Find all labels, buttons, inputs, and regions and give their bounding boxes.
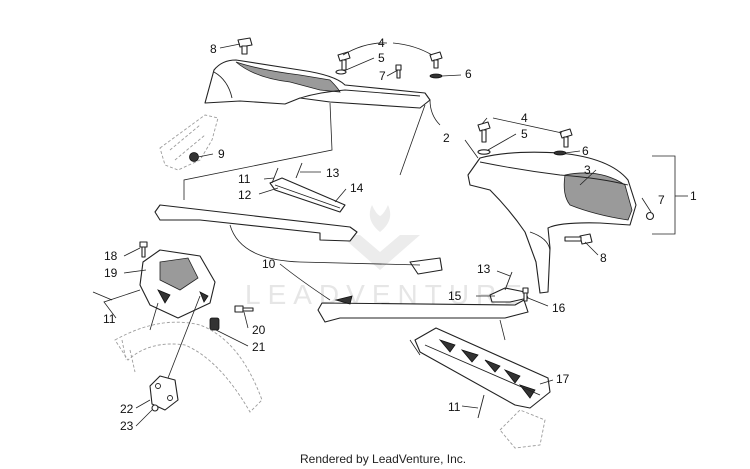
callout-9: 9 [218, 147, 225, 161]
leader-lines [103, 42, 688, 427]
callout-13-upper: 13 [326, 166, 340, 180]
bolt-part-18 [139, 241, 148, 258]
clip-part-15-upper [409, 257, 443, 275]
callout-11-left: 11 [103, 312, 116, 326]
screw-part-11-left [92, 291, 113, 301]
rendered-by-footer: Rendered by LeadVenture, Inc. [300, 452, 466, 466]
frame-ghost-bottom-right [499, 409, 546, 449]
callout-8-top: 8 [210, 42, 217, 56]
washer-part-5-side [477, 149, 491, 155]
screw-part-11-upper [271, 167, 279, 184]
washer-part-6-side [553, 150, 567, 156]
callout-1: 1 [690, 189, 697, 203]
callout-19: 19 [104, 266, 118, 280]
callout-7-side: 7 [658, 193, 665, 207]
upper-cover-left [204, 59, 431, 109]
callout-6-top: 6 [465, 67, 472, 81]
bolt-part-4-side-left [477, 121, 491, 143]
callout-3: 3 [584, 163, 591, 177]
callout-2: 2 [443, 131, 450, 145]
nut-part-23 [151, 404, 159, 412]
callout-11-upper: 11 [238, 172, 251, 186]
screw-part-13-lower [504, 271, 513, 291]
callout-22: 22 [120, 402, 134, 416]
callout-4-top: 4 [378, 36, 385, 50]
screw-part-11-lower [477, 394, 485, 419]
washer-part-6-top [429, 73, 443, 79]
callouts: 1 2 3 4 4 5 5 6 6 7 7 8 8 9 10 11 11 11 … [103, 36, 697, 433]
callout-18: 18 [104, 249, 118, 263]
callout-11-lower: 11 [448, 400, 461, 414]
callout-23: 23 [120, 419, 134, 433]
callout-8-side: 8 [600, 251, 607, 265]
nut-part-9 [189, 152, 199, 162]
callout-17: 17 [556, 372, 570, 386]
callout-5-top: 5 [378, 51, 385, 65]
clip-part-21 [209, 317, 220, 331]
callout-7-top: 7 [379, 69, 386, 83]
callout-6-side: 6 [582, 144, 589, 158]
bolt-part-4-side-right [559, 128, 573, 148]
plate-part-22 [149, 375, 179, 411]
screw-part-13-upper [295, 162, 303, 179]
callout-21: 21 [252, 340, 266, 354]
screw-part-7-side [645, 211, 655, 221]
callout-15: 15 [448, 289, 462, 303]
side-cover-right [467, 151, 637, 294]
watermark-logo [340, 205, 420, 270]
bolt-part-20 [234, 305, 254, 313]
bolt-part-4-right [429, 51, 443, 69]
callout-20: 20 [252, 323, 266, 337]
callout-5-side: 5 [521, 127, 528, 141]
frame-ghost-left [159, 114, 219, 171]
screw-part-16 [522, 287, 529, 302]
callout-12: 12 [238, 188, 252, 202]
bolt-part-8-side [564, 233, 593, 245]
callout-4-side: 4 [521, 111, 528, 125]
bracket-part-19 [139, 249, 216, 319]
callout-16: 16 [552, 301, 566, 315]
bolt-part-8-top [237, 37, 253, 55]
screw-part-7-top [395, 64, 402, 79]
handle-bar-upper [154, 204, 358, 242]
bracket-part-14 [269, 177, 346, 213]
washer-part-5-left [335, 69, 347, 75]
callout-10: 10 [262, 257, 276, 271]
frame-ghost-left-lower [114, 321, 263, 413]
callout-13-lower: 13 [477, 262, 491, 276]
callout-14: 14 [350, 181, 364, 195]
footrest-part-17 [414, 327, 551, 409]
handle-bar-lower [317, 295, 529, 323]
